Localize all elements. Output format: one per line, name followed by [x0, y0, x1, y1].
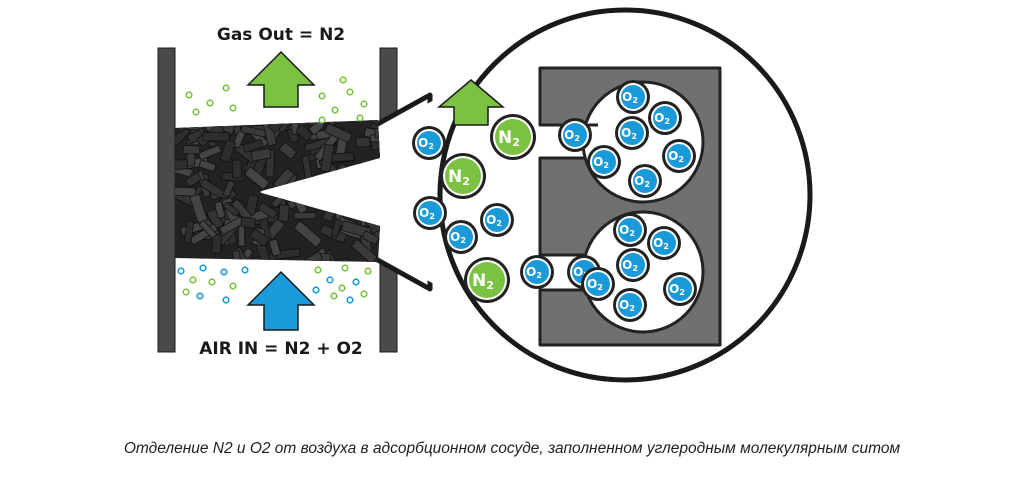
- n2-particle: [318, 116, 326, 124]
- o2-molecule: O2: [581, 267, 615, 301]
- n2-particle: [318, 92, 326, 100]
- n2-particle: [206, 99, 214, 107]
- n2-particle: [182, 288, 190, 296]
- o2-particle: [326, 276, 334, 284]
- n2-particle: [360, 290, 368, 298]
- o2-molecule: O2: [413, 196, 447, 230]
- o2-particle: [177, 267, 185, 275]
- n2-particle: [189, 276, 197, 284]
- gas-out-label: Gas Out = N2: [217, 25, 345, 45]
- n2-particle: [208, 278, 216, 286]
- gas-particles: [177, 76, 372, 304]
- o2-molecule: O2: [444, 220, 478, 254]
- o2-molecule: O2: [648, 101, 682, 135]
- n2-particle: [356, 114, 364, 122]
- adsorption-diagram: Gas Out = N2 AIR IN = N2 + O2 O2O2O2O2O2…: [157, 7, 813, 383]
- o2-molecule: O2: [480, 203, 514, 237]
- n2-particle: [360, 100, 368, 108]
- n2-particle: [185, 91, 193, 99]
- o2-particle: [220, 268, 228, 276]
- o2-particle: [199, 264, 207, 272]
- o2-molecule: O2: [615, 116, 649, 150]
- n2-particle: [330, 292, 338, 300]
- gas-out-arrow: [246, 50, 316, 108]
- n2-particle: [222, 84, 230, 92]
- o2-molecule: O2: [647, 226, 681, 260]
- n2-particle: [346, 88, 354, 96]
- n2-particle: [364, 267, 372, 275]
- n2-particle: [331, 106, 339, 114]
- vessel-left-wall: [157, 47, 176, 353]
- n2-particle: [229, 104, 237, 112]
- o2-particle: [346, 296, 354, 304]
- n2-particle: [339, 76, 347, 84]
- o2-molecule: O2: [628, 164, 662, 198]
- o2-particle: [222, 296, 230, 304]
- n2-molecule: N2: [490, 114, 536, 160]
- n2-molecule: N2: [440, 153, 486, 199]
- o2-molecule: O2: [558, 118, 592, 152]
- o2-molecule: O2: [520, 255, 554, 289]
- air-in-arrow: [246, 270, 316, 331]
- air-in-label: AIR IN = N2 + O2: [199, 339, 363, 359]
- n2-particle: [192, 108, 200, 116]
- o2-molecule: O2: [616, 80, 650, 114]
- n2-molecule: N2: [464, 257, 510, 303]
- o2-particle: [241, 266, 249, 274]
- figure-caption: Отделение N2 и O2 от воздуха в адсорбцио…: [123, 440, 901, 457]
- o2-molecule: O2: [616, 248, 650, 282]
- o2-particle: [196, 292, 204, 300]
- n2-particle: [341, 264, 349, 272]
- o2-molecule: O2: [663, 272, 697, 306]
- n2-particle: [338, 284, 346, 292]
- o2-particle: [312, 286, 320, 294]
- o2-molecule: O2: [662, 139, 696, 173]
- o2-molecule: O2: [613, 213, 647, 247]
- n2-particle: [229, 282, 237, 290]
- o2-particle: [352, 278, 360, 286]
- o2-molecule: O2: [613, 288, 647, 322]
- n2-exit-arrow: [436, 79, 506, 126]
- o2-molecule: O2: [412, 126, 446, 160]
- o2-molecule: O2: [587, 145, 621, 179]
- n2-particle: [314, 266, 322, 274]
